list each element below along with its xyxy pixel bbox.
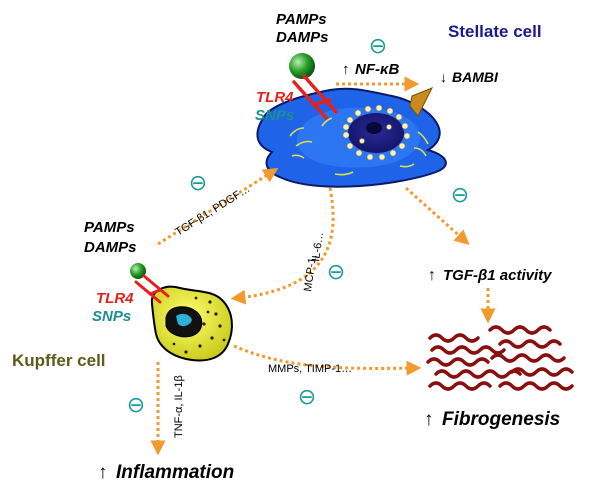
inhibit-icon-mmps: ⊖ [298,385,316,410]
kupffer-pamps-label: PAMPs [84,219,135,236]
tgf-activity-label: TGF-β1 activity [443,267,552,284]
stellate-nucleus-dark [366,122,382,134]
fibrogenesis-up-arrow: ↑ [424,409,434,430]
stellate-tlr4-label: TLR4 [256,89,294,106]
kupffer-granules [172,296,226,354]
bambi-receptor-icon [409,87,434,117]
stellate-snps-label: SNPs [255,107,294,124]
arrow-kupffer-to-stellate [157,167,279,246]
tnf-label: TNF-α, IL-1β [173,375,185,438]
inflammation-label: Inflammation [116,462,234,483]
inhibit-icon-mcp1: ⊖ [327,260,345,285]
mcp1-label: MCP-1, [302,254,319,293]
lipid-droplets [342,104,411,161]
kupffer-tlr4-label: TLR4 [96,290,134,307]
fibrogenesis-label: Fibrogenesis [442,409,560,430]
inflammation-up-arrow: ↑ [98,462,108,483]
stellate-tlr4-receptor-icon [292,74,338,120]
nfkb-label: NF-κB [355,61,399,78]
stellate-cell [256,87,447,188]
kupffer-cell-title: Kupffer cell [12,351,106,370]
mmps-label: MMPs, TIMP-1… [268,363,352,375]
kupffer-snps-label: SNPs [92,308,131,325]
stellate-fibers [289,117,429,176]
tgf-activity-up-arrow: ↑ [428,267,436,284]
inhibit-icon-tgf-pdgf: ⊖ [189,171,207,196]
kupffer-nucleus [165,306,203,338]
stellate-damps-label: DAMPs [276,29,329,46]
bambi-label: BAMBI [452,69,499,85]
kupffer-tlr4-receptor-icon [134,274,170,304]
inhibit-icon-nfkb: ⊖ [369,34,387,59]
arrow-stellate-to-tgf [404,186,470,246]
inhibit-icon-stellate-tgf: ⊖ [451,183,469,208]
nfkb-up-arrow: ↑ [342,61,350,78]
bambi-down-arrow: ↓ [440,69,447,85]
signal-arrows [150,76,496,456]
tgf-pdgf-label: TGF-β1, PDGF… [173,183,252,239]
stellate-ligand-icon [289,53,315,79]
inhibit-icon-tnf: ⊖ [127,393,145,418]
kupffer-ligand-icon [130,263,146,279]
arrow-stellate-to-kupffer [230,187,335,305]
il6-label: IL-6… [310,231,326,262]
kupffer-damps-label: DAMPs [84,239,137,256]
collagen-fibers-icon [426,325,574,391]
stellate-cell-title: Stellate cell [448,22,542,41]
stellate-pamps-label: PAMPs [276,11,327,28]
arrow-kupffer-to-fibrogenesis [233,344,422,376]
inhibit-symbols: ⊖ ⊖ ⊖ ⊖ ⊖ ⊖ [127,34,469,418]
